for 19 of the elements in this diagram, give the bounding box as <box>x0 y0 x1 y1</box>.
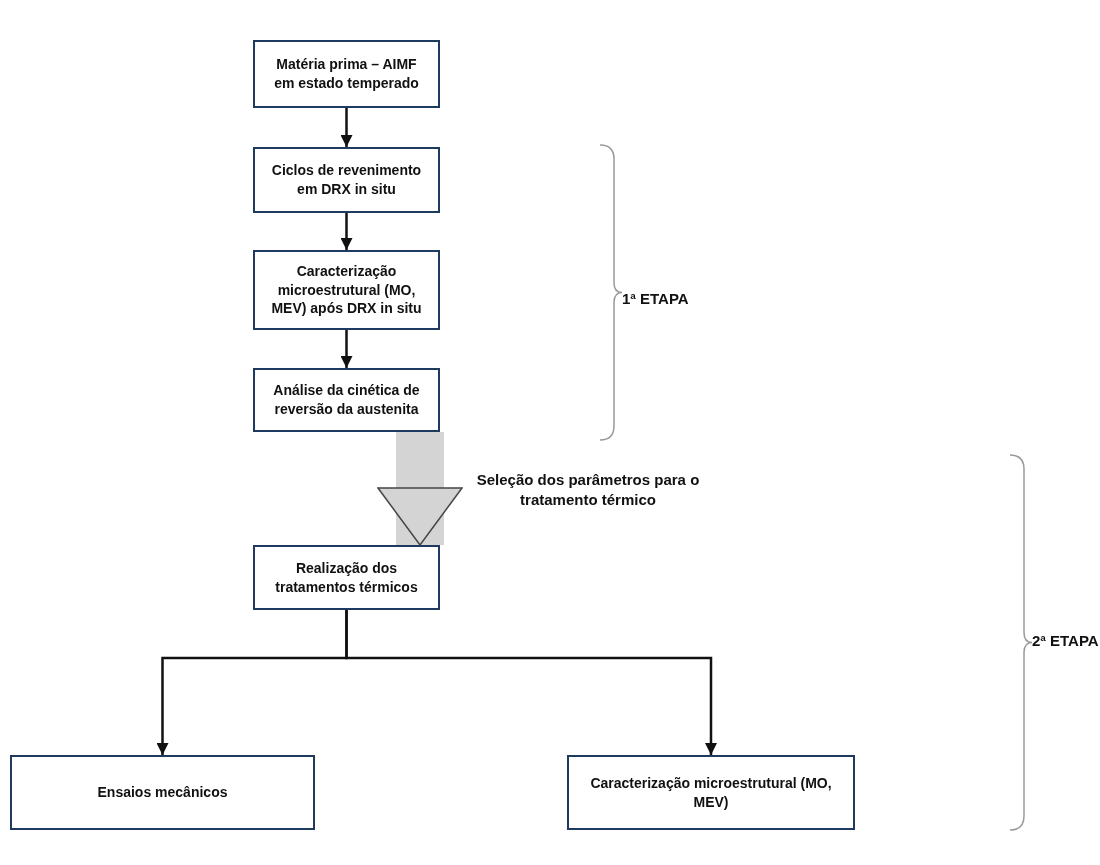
arrow <box>345 610 717 755</box>
step-text: Análise da cinética de reversão da austenita <box>272 381 421 419</box>
step-text: Realização dos tratamentos térmicos <box>274 558 419 597</box>
process-box <box>10 755 315 830</box>
step-text: Caracterização microestrutural (MO, MEV) após DRX in situ <box>270 261 423 319</box>
step-text: Matéria prima – AIMF em estado temperado <box>273 55 420 93</box>
process-box <box>253 250 440 330</box>
arrow <box>340 213 353 250</box>
step-text: Ensaios mecânicos <box>97 783 228 802</box>
process-box <box>253 545 440 610</box>
step-text: Ciclos de revenimento em DRX in situ <box>270 161 423 199</box>
process-box <box>253 368 440 432</box>
arrow <box>340 330 353 368</box>
process-box <box>567 755 855 830</box>
arrow <box>340 108 353 147</box>
block-arrow <box>377 432 463 546</box>
process-box <box>253 147 440 213</box>
step-text: Caracterização microestrutural (MO, MEV) <box>589 773 833 812</box>
process-box <box>253 40 440 108</box>
